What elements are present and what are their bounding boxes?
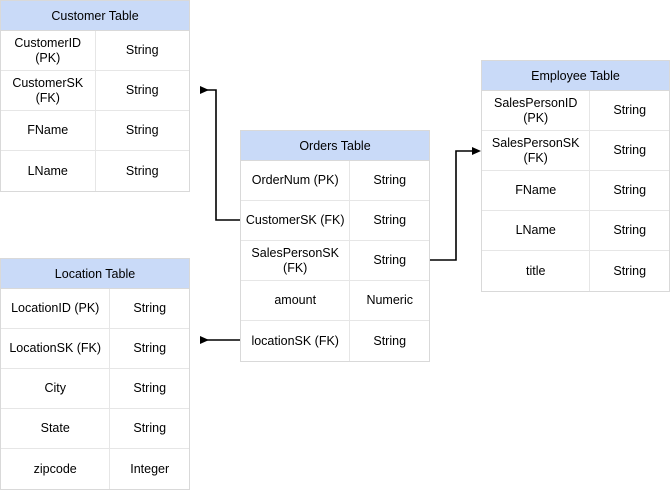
table-row[interactable]: City String [1, 369, 189, 409]
table-row[interactable]: FName String [482, 171, 669, 211]
column-name: SalesPersonID (PK) [482, 91, 591, 130]
column-name: LName [482, 211, 591, 250]
table-row[interactable]: CustomerSK (FK) String [1, 71, 189, 111]
table-row[interactable]: amount Numeric [241, 281, 429, 321]
entity-orders-title: Orders Table [241, 131, 429, 161]
entity-customer-title: Customer Table [1, 1, 189, 31]
column-type: String [125, 123, 159, 137]
column-type: String [613, 103, 647, 117]
column-name: LocationSK (FK) [1, 329, 111, 368]
table-row[interactable]: LName String [1, 151, 189, 191]
column-name: FName [482, 171, 591, 210]
column-type: String [133, 381, 167, 395]
column-type: String [373, 253, 407, 267]
table-row[interactable]: CustomerID (PK) String [1, 31, 189, 71]
connector-orders-to-employee [430, 147, 481, 261]
column-name: LName [1, 151, 96, 191]
table-row[interactable]: locationSK (FK) String [241, 321, 429, 361]
column-type: String [373, 173, 407, 187]
entity-location-title: Location Table [1, 259, 189, 289]
table-row[interactable]: zipcode Integer [1, 449, 189, 489]
entity-employee-table[interactable]: Employee Table SalesPersonID (PK) String… [481, 60, 670, 292]
entity-customer-table[interactable]: Customer Table CustomerID (PK) String Cu… [0, 0, 190, 192]
column-name: locationSK (FK) [241, 321, 351, 361]
column-name: CustomerID (PK) [1, 31, 96, 70]
table-row[interactable]: FName String [1, 111, 189, 151]
column-type: String [125, 83, 159, 97]
table-row[interactable]: LocationID (PK) String [1, 289, 189, 329]
entity-location-table[interactable]: Location Table LocationID (PK) String Lo… [0, 258, 190, 490]
column-type: String [133, 341, 167, 355]
column-name: SalesPersonSK (FK) [241, 241, 351, 280]
connector-orders-to-customer [200, 86, 240, 221]
column-type: String [125, 43, 159, 57]
entity-employee-title: Employee Table [482, 61, 669, 91]
column-name: CustomerSK (FK) [1, 71, 96, 110]
column-type: String [613, 223, 647, 237]
table-row[interactable]: title String [482, 251, 669, 291]
table-row[interactable]: LocationSK (FK) String [1, 329, 189, 369]
column-type: String [125, 163, 159, 178]
table-row[interactable]: SalesPersonSK (FK) String [482, 131, 669, 171]
column-name: State [1, 409, 111, 448]
column-type: String [613, 143, 647, 157]
column-name: OrderNum (PK) [241, 161, 351, 200]
column-name: title [482, 251, 591, 291]
column-type: String [133, 301, 167, 315]
column-type: String [373, 213, 407, 227]
column-type: Integer [130, 461, 170, 476]
column-type: String [133, 421, 167, 435]
column-name: SalesPersonSK (FK) [482, 131, 591, 170]
table-row[interactable]: LName String [482, 211, 669, 251]
table-row[interactable]: OrderNum (PK) String [241, 161, 429, 201]
column-name: City [1, 369, 111, 408]
table-row[interactable]: State String [1, 409, 189, 449]
table-row[interactable]: SalesPersonID (PK) String [482, 91, 669, 131]
column-name: amount [241, 281, 351, 320]
column-type: String [613, 263, 647, 278]
entity-orders-table[interactable]: Orders Table OrderNum (PK) String Custom… [240, 130, 430, 362]
column-name: zipcode [1, 449, 111, 489]
table-row[interactable]: CustomerSK (FK) String [241, 201, 429, 241]
table-row[interactable]: SalesPersonSK (FK) String [241, 241, 429, 281]
column-name: CustomerSK (FK) [241, 201, 351, 240]
column-type: String [613, 183, 647, 197]
column-name: FName [1, 111, 96, 150]
column-name: LocationID (PK) [1, 289, 111, 328]
column-type: String [373, 333, 407, 348]
column-type: Numeric [366, 293, 413, 307]
